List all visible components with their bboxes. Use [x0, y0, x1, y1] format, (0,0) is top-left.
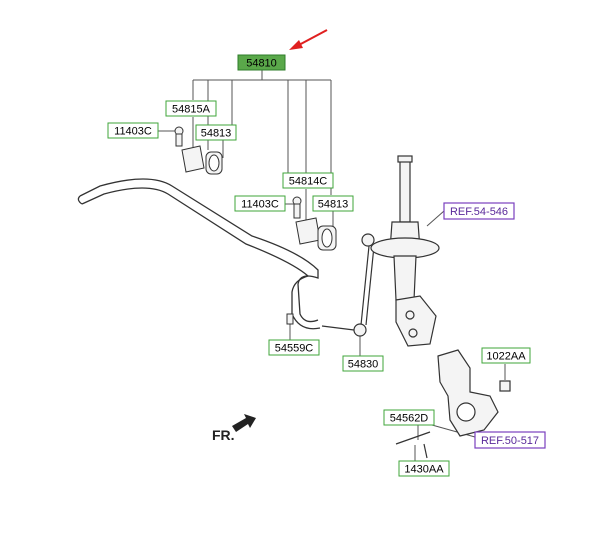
- part-label-link-text: 54830: [348, 359, 379, 371]
- ref-label-knuckle-text: REF.50-517: [481, 435, 539, 447]
- part-label-bolt-knuckle[interactable]: 54562D: [383, 409, 435, 426]
- part-label-pin[interactable]: 1430AA: [398, 460, 450, 477]
- ref-label-strut-text: REF.54-546: [450, 206, 508, 218]
- part-label-bracket-c-text: 54814C: [289, 176, 328, 188]
- part-label-main[interactable]: 54810: [237, 54, 286, 71]
- part-label-bushing-upper[interactable]: 54813: [195, 124, 237, 141]
- part-label-bracket-a-text: 54815A: [172, 104, 211, 116]
- part-label-bolt-upper-text: 11403C: [114, 126, 152, 138]
- part-label-main-text: 54810: [246, 58, 277, 70]
- part-label-bolt-lower[interactable]: 11403C: [234, 195, 286, 212]
- stabilizer-link: [321, 233, 375, 337]
- forward-arrow-icon: [232, 414, 256, 432]
- highlight-arrow-icon: [289, 29, 328, 50]
- part-label-link[interactable]: 54830: [342, 355, 384, 372]
- ref-label-strut[interactable]: REF.54-546: [443, 202, 515, 220]
- part-label-bushing-lower[interactable]: 54813: [312, 195, 354, 212]
- upper-bracket: [174, 126, 223, 175]
- part-label-bolt-lower-text: 11403C: [241, 199, 279, 211]
- part-label-bracket-a[interactable]: 54815A: [165, 100, 217, 117]
- part-label-bolt-upper[interactable]: 11403C: [107, 122, 159, 139]
- part-label-nut[interactable]: 1022AA: [481, 347, 531, 364]
- strut-assembly: [370, 155, 440, 347]
- steering-knuckle: [395, 349, 511, 459]
- link-bolt: [286, 313, 294, 325]
- ref-label-knuckle[interactable]: REF.50-517: [474, 431, 546, 449]
- part-label-bolt-link[interactable]: 54559C: [268, 339, 320, 356]
- part-label-bracket-c[interactable]: 54814C: [282, 172, 334, 189]
- part-label-nut-text: 1022AA: [486, 351, 526, 363]
- part-label-bolt-link-text: 54559C: [275, 343, 314, 355]
- direction-label: FR.: [212, 427, 235, 443]
- direction-indicator: FR.: [212, 414, 256, 443]
- stabilizer-bar: [77, 178, 321, 330]
- part-label-bolt-knuckle-text: 54562D: [390, 413, 429, 425]
- part-label-bushing-upper-text: 54813: [201, 128, 232, 140]
- part-label-pin-text: 1430AA: [404, 464, 444, 476]
- part-label-bushing-lower-text: 54813: [318, 199, 349, 211]
- lower-bracket: [292, 196, 337, 251]
